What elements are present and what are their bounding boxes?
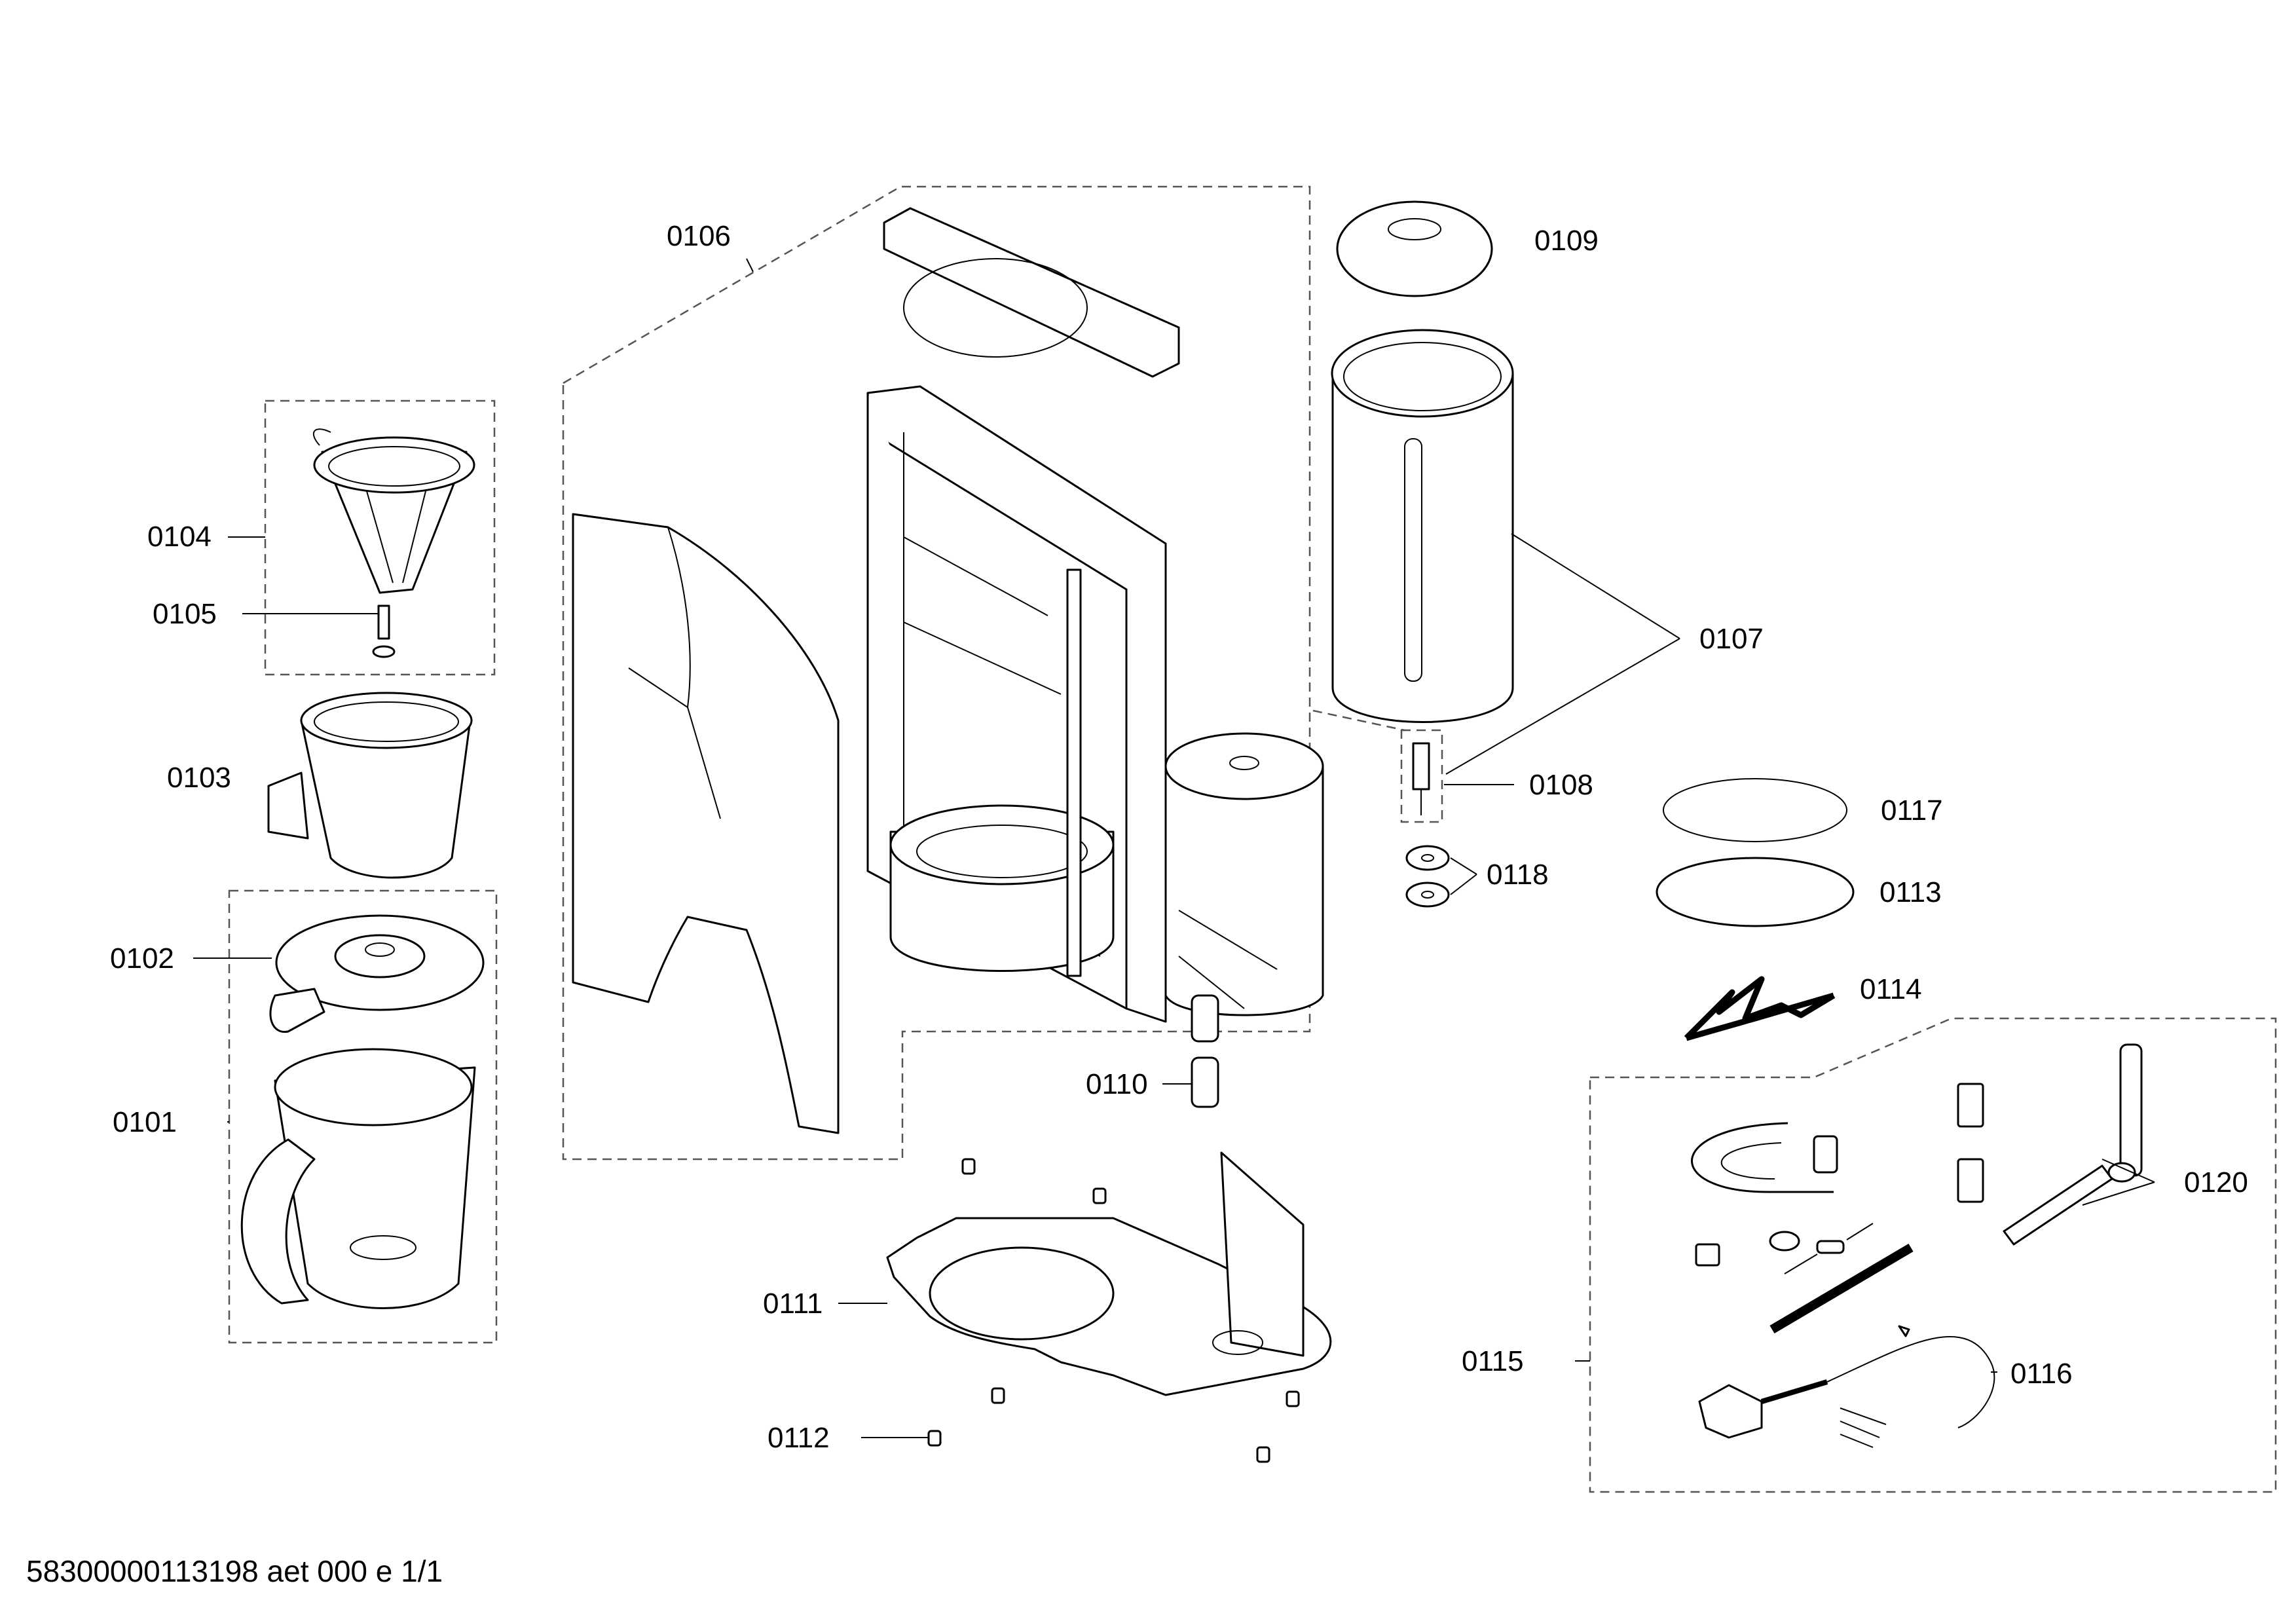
label-0120: 0120 <box>2184 1166 2248 1199</box>
label-0115: 0115 <box>1462 1345 1524 1377</box>
label-0107: 0107 <box>1699 623 1764 655</box>
plate-gasket-part <box>1656 857 1855 927</box>
label-0103: 0103 <box>167 762 231 794</box>
label-0102: 0102 <box>110 942 174 975</box>
label-0111: 0111 <box>763 1288 823 1320</box>
label-0109: 0109 <box>1534 225 1599 257</box>
drain-tube-part <box>2003 1043 2143 1246</box>
rubber-feet-part <box>927 1158 1300 1463</box>
thermostat-part <box>1695 1083 1984 1267</box>
tank-valve-part <box>1400 729 1443 823</box>
glass-jug-part <box>240 1048 476 1309</box>
water-tank-part <box>1331 329 1514 723</box>
document-id: 58300000113198 aet 000 e 1/1 <box>26 1554 443 1588</box>
power-cord-part <box>1698 1336 1995 1448</box>
leader-lines <box>193 258 2155 1438</box>
base-plate-part <box>886 1151 1332 1396</box>
sleeve-part <box>1769 1243 1914 1334</box>
group-box-filter <box>264 400 496 676</box>
label-0116: 0116 <box>2010 1358 2073 1390</box>
label-0108: 0108 <box>1529 769 1593 801</box>
filter-cone-part <box>312 428 475 594</box>
filter-holder-part <box>267 692 473 879</box>
heating-element-part <box>1691 1122 1838 1193</box>
group-box-jug <box>228 889 498 1344</box>
valve-part <box>372 604 396 658</box>
jug-lid-part <box>269 914 485 1033</box>
label-0114: 0114 <box>1860 973 1922 1005</box>
housing-part <box>572 207 1324 1134</box>
ring-gasket-part <box>1663 778 1847 842</box>
seal-part <box>1405 845 1450 908</box>
group-line-tank <box>1312 709 1405 732</box>
group-box-housing <box>562 185 1311 1161</box>
group-box-electrics <box>1589 1017 2277 1493</box>
fuse-part <box>1784 1223 1910 1337</box>
label-0105: 0105 <box>153 598 217 630</box>
label-0110: 0110 <box>1086 1068 1148 1100</box>
label-0106: 0106 <box>667 220 731 252</box>
label-0118: 0118 <box>1487 859 1549 891</box>
tank-lid-part <box>1336 200 1493 297</box>
label-0104: 0104 <box>147 521 212 553</box>
clip-spring-part <box>1684 976 1836 1041</box>
label-0117: 0117 <box>1881 794 1943 827</box>
label-0101: 0101 <box>113 1106 177 1138</box>
label-0112: 0112 <box>768 1422 830 1454</box>
switch-part <box>1178 910 1278 1108</box>
label-0113: 0113 <box>1879 876 1942 908</box>
